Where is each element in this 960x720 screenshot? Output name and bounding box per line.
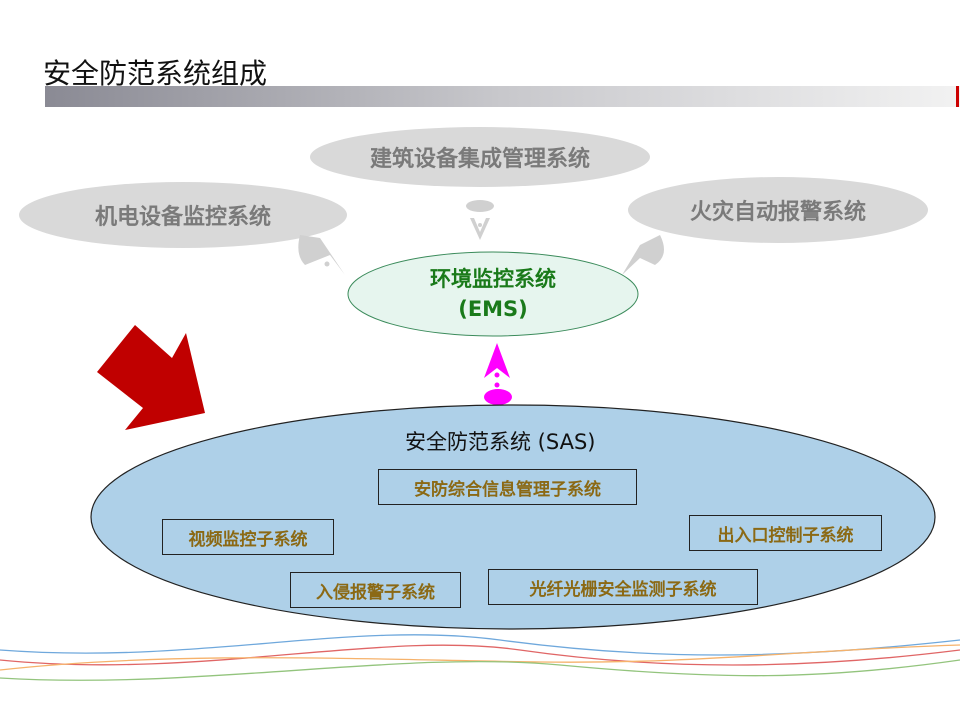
magenta-arrow-icon [484, 343, 512, 405]
subsystem-box: 视频监控子系统 [162, 519, 334, 555]
building-cloud-shape [310, 127, 650, 187]
electromech-cloud-shape [19, 182, 347, 248]
subsystem-box: 出入口控制子系统 [689, 515, 882, 551]
ems-ellipse-shape [347, 251, 639, 337]
sas-ellipse-shape [90, 404, 936, 630]
building-management-system: 建筑设备集成管理系统 [369, 147, 590, 172]
decorative-waves [0, 634, 960, 681]
slide-title: 安全防范系统组成 [43, 57, 268, 90]
subsystem-box: 入侵报警子系统 [290, 572, 461, 608]
ems-title: 环境监控系统 [430, 267, 556, 291]
subsystem-box: 光纤光栅安全监测子系统 [488, 569, 758, 605]
title-underline-bar [45, 86, 960, 107]
electromech-monitoring-system: 机电设备监控系统 [94, 205, 271, 230]
red-arrow-icon [97, 325, 205, 430]
ems-node: 环境监控系统 (EMS) [348, 252, 638, 336]
sas-title: 安全防范系统 (SAS) [405, 430, 596, 454]
fire-alarm-system: 火灾自动报警系统 [689, 200, 866, 225]
subsystem-box: 安防综合信息管理子系统 [378, 469, 637, 505]
fire-cloud-shape [628, 177, 928, 243]
accent-mark [956, 86, 959, 107]
ems-abbr: (EMS) [458, 297, 528, 321]
gray-arrows [298, 200, 664, 275]
